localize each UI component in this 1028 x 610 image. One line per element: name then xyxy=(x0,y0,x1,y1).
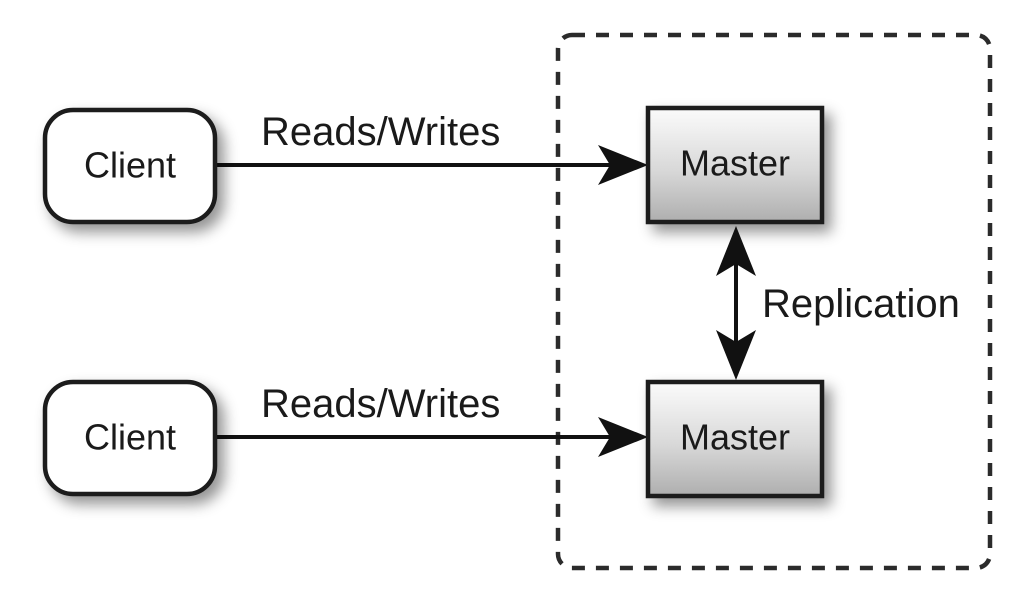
client-bottom-shape[interactable] xyxy=(42,379,218,497)
master-cluster-boundary xyxy=(555,32,993,571)
edge-replication-arrowhead-down-icon xyxy=(716,330,756,380)
edge-top-arrowhead-icon xyxy=(598,145,648,185)
edge-bottom xyxy=(215,417,648,457)
edge-bottom-label: Reads/Writes xyxy=(261,382,500,426)
client-bottom-node[interactable]: Client xyxy=(42,379,218,497)
edge-bottom-arrowhead-icon xyxy=(598,417,648,457)
client-top-shape[interactable] xyxy=(42,107,218,225)
master-bottom-shape[interactable] xyxy=(645,379,825,499)
master-bottom-node[interactable]: Master xyxy=(645,379,825,499)
master-cluster-group xyxy=(555,32,993,571)
edge-replication-label: Replication xyxy=(762,282,960,326)
edge-replication-arrowhead-up-icon xyxy=(716,226,756,276)
master-top-label: Master xyxy=(680,143,790,184)
client-top-label: Client xyxy=(84,145,176,186)
edge-replication xyxy=(716,226,756,380)
edge-top xyxy=(215,145,648,185)
master-top-shape[interactable] xyxy=(645,105,825,225)
client-top-node[interactable]: Client xyxy=(42,107,218,225)
client-bottom-label: Client xyxy=(84,417,176,458)
edge-top-label: Reads/Writes xyxy=(261,110,500,154)
master-bottom-label: Master xyxy=(680,417,790,458)
master-top-node[interactable]: Master xyxy=(645,105,825,225)
